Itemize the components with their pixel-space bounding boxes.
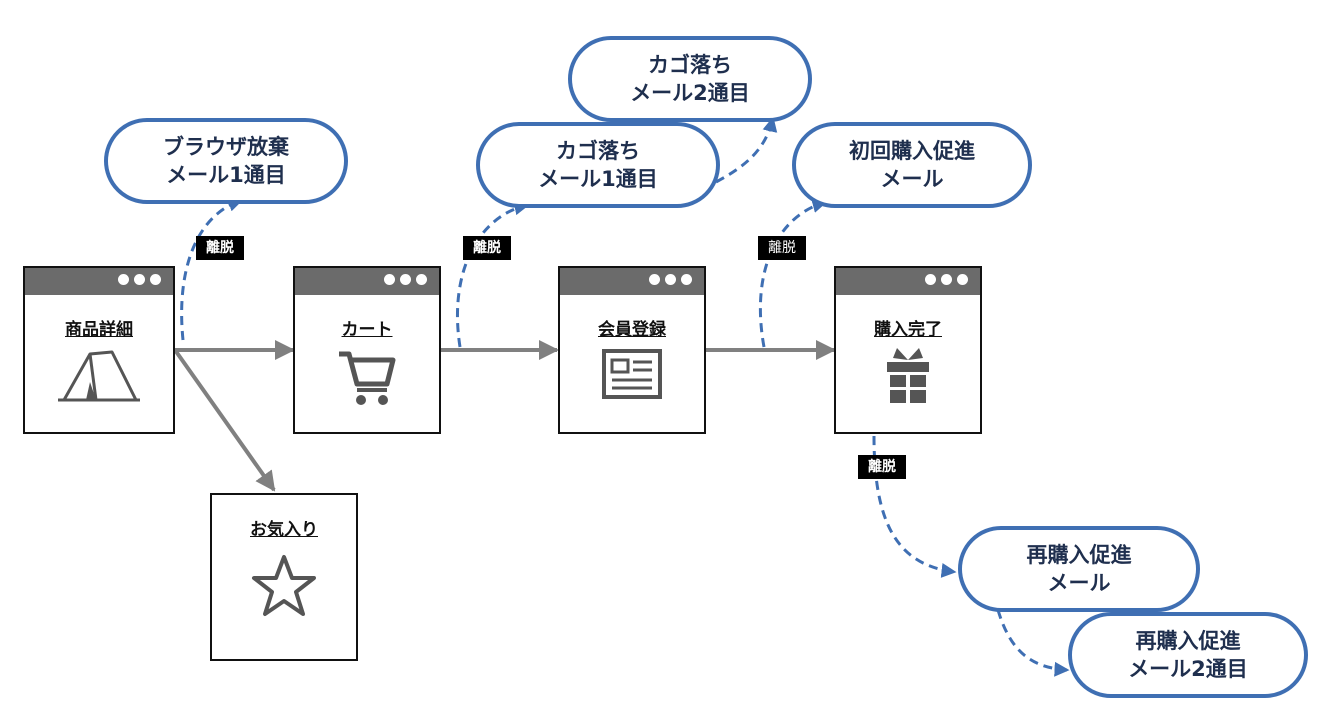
dashed-arrow-cart-abandon-2 xyxy=(715,116,778,184)
email-line1: ブラウザ放棄 xyxy=(163,134,289,159)
shopping-cart-icon xyxy=(339,351,396,405)
page-cart: カート xyxy=(293,266,441,434)
dashed-arrow-repurchase-2 xyxy=(996,609,1070,677)
exit-tag-signup: 離脱 xyxy=(758,236,806,260)
page-member-signup: 会員登録 xyxy=(558,266,706,434)
page-favorite: お気入り xyxy=(210,493,358,661)
star-outline-icon xyxy=(252,555,316,616)
email-first-purchase: 初回購入促進 メール xyxy=(792,122,1032,208)
email-browse-abandon: ブラウザ放棄 メール1通目 xyxy=(104,118,348,204)
page-label: 商品詳細 xyxy=(65,320,133,340)
email-line1: 再購入促進 xyxy=(1135,628,1241,653)
email-cart-abandon-2: カゴ落ち メール2通目 xyxy=(568,36,812,122)
window-dots-icon xyxy=(118,274,161,285)
exit-tag-complete: 離脱 xyxy=(858,455,906,479)
window-dots-icon xyxy=(925,274,968,285)
email-line2: メール2通目 xyxy=(1128,657,1248,681)
dashed-arrow-first-purchase xyxy=(759,198,828,348)
window-titlebar xyxy=(560,268,704,295)
email-repurchase-1: 再購入促進 メール xyxy=(958,526,1200,612)
exit-tag-cart: 離脱 xyxy=(463,236,511,260)
email-line1: カゴ落ち xyxy=(556,138,640,163)
tent-icon xyxy=(58,350,140,402)
email-line2: メール xyxy=(880,167,944,191)
window-titlebar xyxy=(836,268,980,295)
page-purchase-complete: 購入完了 xyxy=(834,266,982,434)
form-card-icon xyxy=(602,349,662,399)
email-line1: 再購入促進 xyxy=(1026,542,1132,567)
email-repurchase-2: 再購入促進 メール2通目 xyxy=(1068,612,1308,698)
exit-tag-product: 離脱 xyxy=(196,236,244,260)
email-line2: メール2通目 xyxy=(630,81,750,105)
page-label: お気入り xyxy=(250,520,318,540)
window-dots-icon xyxy=(384,274,427,285)
email-line2: メール1通目 xyxy=(166,163,286,187)
dashed-arrow-cart-abandon-1 xyxy=(455,200,530,348)
window-titlebar xyxy=(25,268,173,295)
window-dots-icon xyxy=(649,274,692,285)
email-line2: メール xyxy=(1047,571,1111,595)
arrow-product-to-favorite xyxy=(173,348,276,492)
page-product-detail: 商品詳細 xyxy=(23,266,175,434)
email-line2: メール1通目 xyxy=(538,167,658,191)
page-label: 購入完了 xyxy=(874,320,942,340)
gift-box-icon xyxy=(887,348,929,403)
dashed-arrow-browse-abandon xyxy=(180,197,244,341)
page-label: カート xyxy=(341,320,393,340)
page-label: 会員登録 xyxy=(598,320,666,340)
dashed-arrow-repurchase-1 xyxy=(872,435,957,578)
window-titlebar xyxy=(295,268,439,295)
email-cart-abandon-1: カゴ落ち メール1通目 xyxy=(476,122,720,208)
email-line1: カゴ落ち xyxy=(648,52,732,77)
email-line1: 初回購入促進 xyxy=(849,138,975,163)
